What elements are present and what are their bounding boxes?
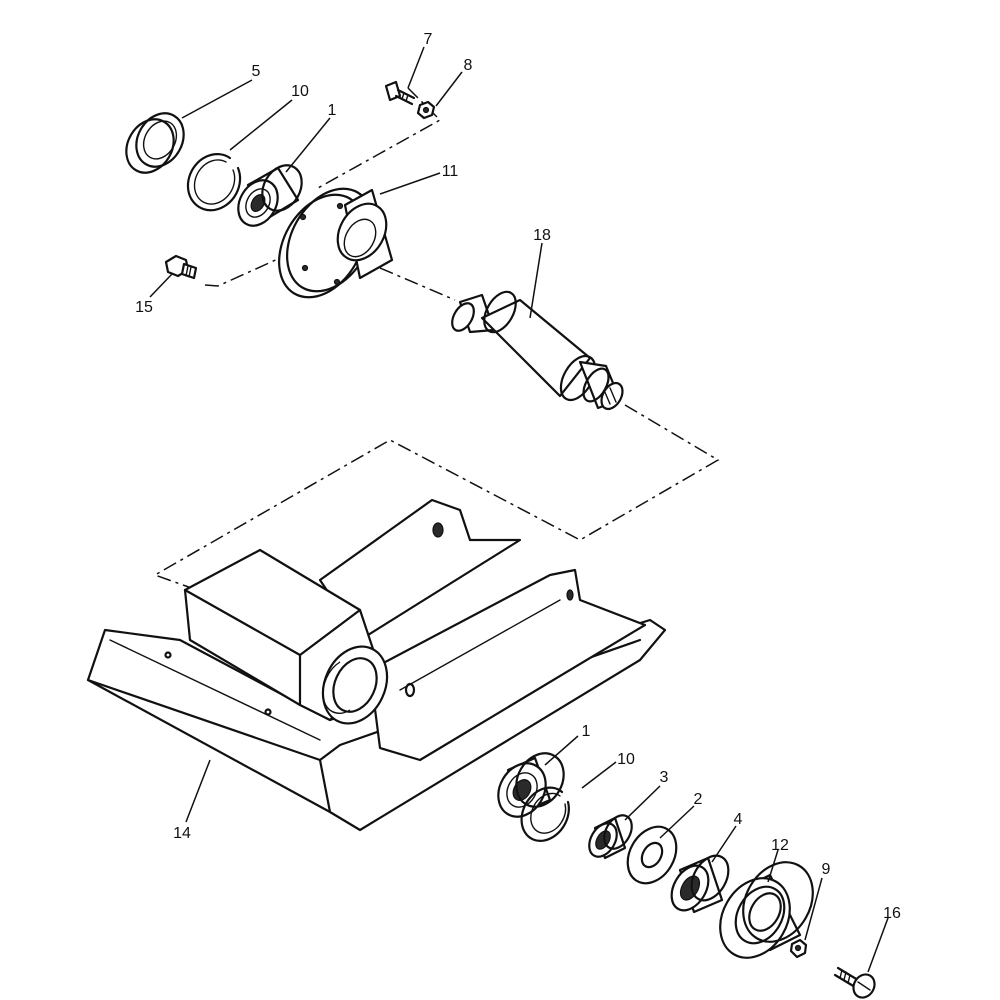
part-10-snap-ring-bottom — [520, 786, 570, 842]
callout-12: 12 — [771, 837, 789, 854]
callout-4: 4 — [734, 811, 743, 828]
callout-1-top: 1 — [328, 102, 337, 119]
callout-11: 11 — [442, 163, 459, 180]
leader-lines — [149, 46, 889, 973]
callout-5: 5 — [252, 63, 261, 80]
callout-14: 14 — [173, 825, 191, 842]
part-14-base-plate — [86, 498, 667, 832]
part-16-screw — [833, 966, 876, 999]
callout-3: 3 — [660, 769, 669, 786]
callout-10-bottom: 10 — [617, 751, 635, 768]
assembly-center-lines — [153, 87, 720, 601]
part-12-end-cap — [719, 861, 814, 959]
part-11-bearing-housing — [278, 187, 394, 299]
callout-labels: 7 8 5 10 1 11 18 15 14 1 10 3 2 4 12 9 1… — [135, 31, 901, 922]
part-10-snap-ring-top — [186, 153, 242, 212]
callout-9: 9 — [822, 861, 831, 878]
callout-8: 8 — [464, 57, 473, 74]
part-2-washer — [626, 825, 678, 885]
callout-16: 16 — [883, 905, 901, 922]
part-5-ring — [125, 112, 185, 174]
callout-10-top: 10 — [291, 83, 309, 100]
part-7-bolt — [384, 80, 416, 106]
part-8-nut — [416, 100, 436, 120]
part-18-shaft — [451, 290, 624, 411]
callout-1-bottom: 1 — [582, 723, 591, 740]
callout-2: 2 — [694, 791, 703, 808]
callout-7: 7 — [424, 31, 433, 48]
callout-18: 18 — [533, 227, 551, 244]
part-1-bearing-top — [237, 164, 303, 227]
part-9-nut — [789, 938, 808, 959]
part-3-bushing — [588, 814, 633, 860]
callout-15: 15 — [135, 299, 153, 316]
part-15-screw — [164, 254, 198, 280]
part-4-collar — [670, 854, 730, 914]
